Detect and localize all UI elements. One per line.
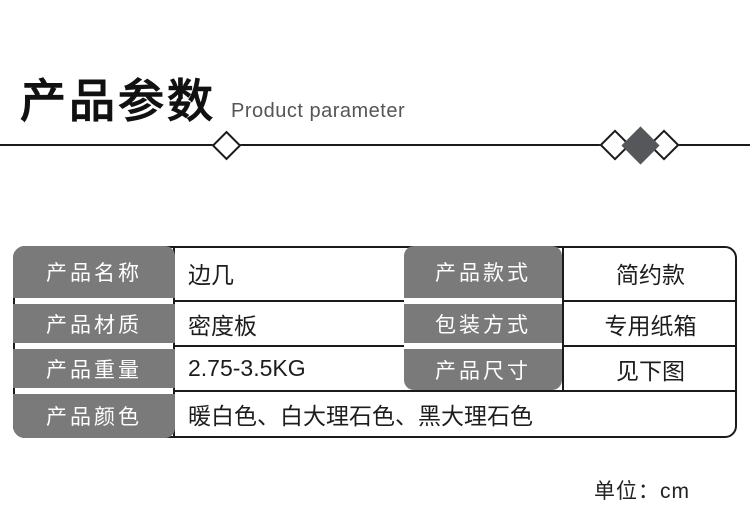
label-product-material: 产品材质 [13, 304, 175, 343]
label-packing-method: 包装方式 [404, 304, 562, 343]
value-product-size: 见下图 [616, 357, 685, 384]
spec-table: 产品名称 产品材质 产品重量 产品颜色 产品款式 包装方式 产品尺寸 边几 密度… [13, 246, 737, 438]
row-divider [175, 345, 404, 347]
label-product-size: 产品尺寸 [404, 349, 562, 390]
divider-line [0, 144, 750, 146]
unit-note: 单位：cm [594, 480, 690, 503]
value-packing-method: 专用纸箱 [604, 312, 697, 339]
diamond-filled-icon [621, 126, 660, 165]
value-product-material: 密度板 [188, 312, 257, 339]
row-divider [562, 345, 737, 347]
row-divider [562, 300, 737, 302]
page-subtitle: Product parameter [231, 100, 406, 122]
value-product-style: 简约款 [616, 262, 685, 288]
column-divider [562, 246, 564, 392]
label-product-name: 产品名称 [13, 246, 175, 298]
diamond-outline-icon [211, 130, 242, 161]
value-product-weight: 2.75-3.5KG [188, 355, 306, 381]
value-product-color: 暖白色、白大理石色、黑大理石色 [188, 403, 533, 429]
label-product-style: 产品款式 [404, 246, 562, 298]
row-divider [175, 300, 404, 302]
label-product-color: 产品颜色 [13, 394, 175, 438]
row-divider [175, 390, 737, 392]
page-title: 产品参数 [20, 75, 216, 127]
label-product-weight: 产品重量 [13, 349, 175, 388]
value-product-name: 边几 [188, 262, 234, 288]
